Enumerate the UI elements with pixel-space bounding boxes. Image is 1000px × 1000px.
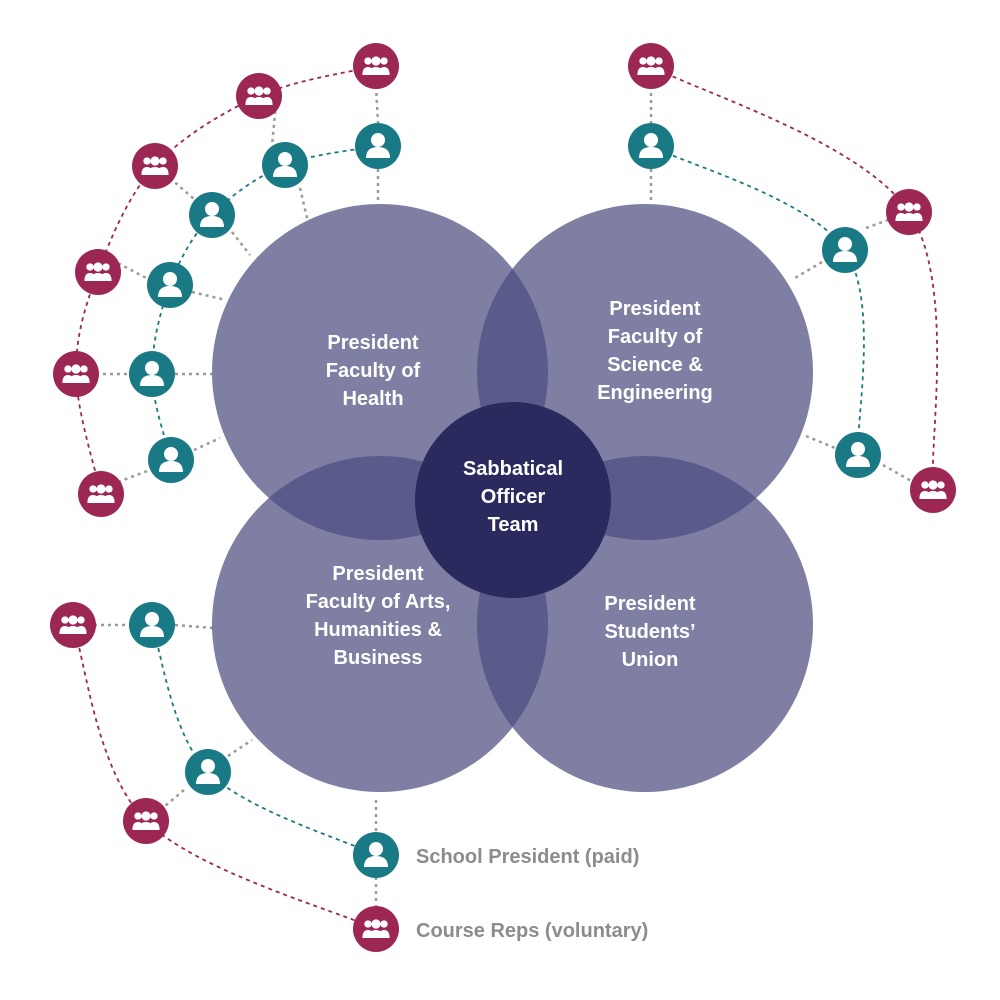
connector-spoke	[164, 789, 185, 807]
group-icon	[353, 906, 399, 952]
person-icon	[262, 142, 308, 188]
person-icon	[185, 749, 231, 795]
person-icon	[628, 123, 674, 169]
person-icon	[189, 192, 235, 238]
connector-spoke	[794, 260, 823, 280]
faculty-label-health-line: Faculty of	[326, 360, 421, 382]
connector-spoke	[231, 231, 251, 256]
connector-spoke	[865, 218, 889, 230]
person-icon	[353, 832, 399, 878]
school-president-arc	[151, 624, 377, 856]
connector-spoke	[298, 187, 310, 223]
connector-spoke	[169, 177, 196, 201]
connector-spoke	[227, 738, 253, 758]
person-icon	[129, 351, 175, 397]
center-label-line: Officer	[481, 486, 546, 508]
faculty-label-arts-line: President	[332, 563, 423, 585]
faculty-label-arts-line: Humanities &	[314, 619, 442, 641]
group-icon	[132, 143, 178, 189]
faculty-label-science-line: President	[609, 298, 700, 320]
person-icon	[148, 437, 194, 483]
connector-spoke	[805, 434, 836, 450]
connector-spoke	[882, 463, 914, 484]
group-icon	[123, 798, 169, 844]
faculty-label-health-line: Health	[342, 388, 403, 410]
faculty-label-science-line: Faculty of	[608, 326, 703, 348]
connector-spoke	[193, 436, 221, 452]
faculty-label-arts-line: Business	[334, 647, 423, 669]
group-icon	[353, 43, 399, 89]
group-icon	[75, 249, 121, 295]
faculty-label-union-line: Students’	[604, 621, 695, 643]
connector-spoke	[374, 85, 380, 124]
circle-layer	[212, 204, 813, 792]
group-icon	[886, 189, 932, 235]
person-icon	[147, 262, 193, 308]
faculty-label-union-line: Union	[622, 649, 679, 671]
center-label-line: Team	[488, 514, 539, 536]
connector-spoke	[191, 290, 227, 302]
faculty-label-health-line: President	[327, 332, 418, 354]
group-icon	[910, 467, 956, 513]
school-president-arc	[151, 145, 379, 461]
connector-spoke	[117, 468, 151, 484]
legend-school-president: School President (paid)	[416, 846, 639, 868]
person-icon	[822, 227, 868, 273]
faculty-label-union-line: President	[604, 593, 695, 615]
node-layer	[50, 43, 956, 952]
legend-course-reps: Course Reps (voluntary)	[416, 920, 648, 942]
group-icon	[628, 43, 674, 89]
faculty-label-arts-line: Faculty of Arts,	[306, 591, 451, 613]
group-icon	[236, 73, 282, 119]
group-icon	[78, 471, 124, 517]
center-circle	[415, 402, 611, 598]
group-icon	[50, 602, 96, 648]
center-label-line: Sabbatical	[463, 458, 563, 480]
person-icon	[355, 123, 401, 169]
school-president-arc	[650, 145, 865, 456]
group-icon	[53, 351, 99, 397]
faculty-label-science-line: Science &	[607, 354, 703, 376]
faculty-label-science-line: Engineering	[597, 382, 713, 404]
person-icon	[129, 602, 175, 648]
person-icon	[835, 432, 881, 478]
connector-spoke	[174, 623, 214, 630]
